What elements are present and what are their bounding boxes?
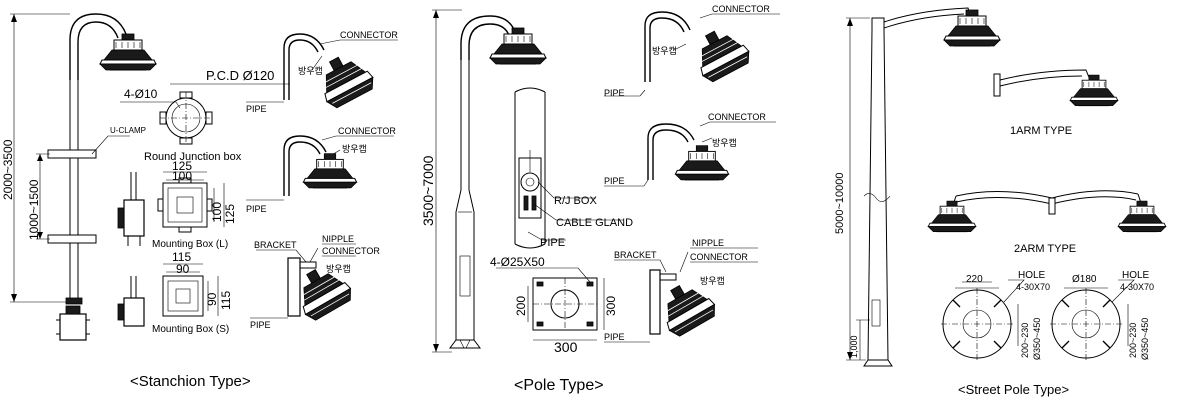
rj-box-detail	[514, 87, 624, 249]
pole-body	[432, 9, 517, 353]
stanchion-bangwoo-1: 방우캡	[298, 65, 323, 76]
box-s-d2: 90	[176, 262, 190, 276]
pole-detail-connector-2	[604, 121, 776, 187]
pole-lamp	[489, 27, 547, 65]
mounting-box-l-side	[117, 172, 145, 246]
pole-pipe-1: PIPE	[604, 88, 625, 98]
arm2-lamp-right	[1117, 200, 1167, 233]
box-s-d1: 115	[172, 250, 191, 264]
base1-d1: 200~230	[1020, 323, 1030, 358]
base2-width: Ø180	[1072, 274, 1097, 285]
arm1-lamp	[1069, 74, 1119, 107]
base1-d2: Ø350~450	[1032, 318, 1042, 360]
box-l-d2: 100	[172, 169, 192, 183]
rj-box-label: R/J BOX	[554, 195, 597, 207]
pcd-label: P.C.D Ø120	[206, 68, 274, 83]
arm2-lamp-left	[927, 200, 977, 233]
stanchion-bangwoo-2: 방우캡	[342, 143, 367, 154]
pole-base-plate	[496, 267, 605, 341]
stanchion-detail-bracket	[250, 243, 356, 319]
pole-holes: 4-Ø25X50	[490, 255, 545, 269]
stanchion-title: <Stanchion Type>	[130, 373, 251, 390]
pole-bangwoo-2: 방우캡	[712, 137, 737, 148]
box-s-d3: 90	[205, 292, 219, 306]
dim-total	[10, 13, 70, 303]
base2-d1: 200~230	[1128, 323, 1138, 358]
arm1-label: 1ARM TYPE	[1010, 125, 1072, 137]
dim-clamp-label: 1000~1500	[27, 179, 41, 240]
mounting-box-s-side	[117, 276, 145, 327]
pole-pipe-mid: PIPE	[540, 237, 565, 249]
base2-hole-dim: 4-30X70	[1120, 282, 1154, 292]
pole-nipple: NIPPLE	[692, 238, 724, 248]
stanchion-detail-connector	[246, 33, 398, 103]
pole-title: <Pole Type>	[514, 377, 604, 394]
street-section: 5000~10000 1,000 1ARM TYPE 2ARM TYPE	[834, 7, 1167, 397]
stanchion-bangwoo-3: 방우캡	[326, 263, 351, 274]
base1-width: 220	[966, 274, 983, 285]
junction-box-label: Round Junction box	[144, 151, 242, 163]
stanchion-pipe-1: PIPE	[246, 104, 267, 114]
pole-detail-bracket	[604, 247, 758, 343]
cable-gland-label: CABLE GLAND	[556, 217, 633, 229]
box-s-d4: 115	[219, 291, 233, 310]
pole-bangwoo-3: 방우캡	[700, 275, 725, 286]
pole-dim-height: 3500~7000	[420, 155, 436, 226]
pole-pipe-2: PIPE	[604, 176, 625, 186]
pole-bracket: BRACKET	[614, 250, 657, 260]
pole-detail-connector-1	[604, 11, 780, 97]
stanchion-bracket: BRACKET	[254, 240, 297, 250]
pole-connector-1: CONNECTOR	[712, 4, 770, 14]
arm2-drawing	[951, 190, 1143, 215]
base2-d2: Ø350~450	[1140, 318, 1150, 360]
holes-label: 4-Ø10	[124, 87, 158, 101]
pole-base-d2: 300	[604, 296, 618, 316]
box-l-d1: 125	[172, 159, 192, 173]
stanchion-pipe	[56, 13, 127, 341]
street-title: <Street Pole Type>	[958, 382, 1069, 397]
dim-clamp	[36, 153, 50, 240]
pole-bangwoo-1: 방우캡	[652, 45, 677, 56]
stanchion-detail-connector-2	[246, 135, 394, 201]
stanchion-section: U-CLAMP 2000~3500 1000~1500 P.C.D Ø120 4…	[1, 13, 398, 390]
round-junction-box	[120, 83, 290, 145]
street-base-2	[1050, 279, 1135, 360]
street-lamp	[943, 9, 1001, 47]
street-pole-body	[846, 7, 973, 367]
dim-total-label: 2000~3500	[1, 139, 15, 200]
stanchion-lamp-2	[302, 153, 358, 189]
pole-lamp-1	[686, 20, 755, 86]
base1-hole-dim: 4-30X70	[1016, 282, 1050, 292]
pole-pipe-3: PIPE	[604, 332, 625, 342]
arm2-label: 2ARM TYPE	[1014, 243, 1076, 255]
base1-hole: HOLE	[1018, 270, 1046, 281]
stanchion-connector-3: CONNECTOR	[322, 246, 380, 256]
stanchion-pipe-3: PIPE	[250, 320, 271, 330]
box-s-label: Mounting Box (S)	[152, 324, 229, 335]
pole-section: 3500~7000 R/J BOX CABLE GLAND PIPE	[420, 4, 780, 394]
box-l-label: Mounting Box (L)	[152, 239, 228, 250]
base2-hole: HOLE	[1122, 270, 1150, 281]
mounting-box-s-top	[162, 263, 219, 317]
pole-connector-3: CONNECTOR	[690, 252, 748, 262]
stanchion-pipe-2: PIPE	[246, 204, 267, 214]
stanchion-connector-2: CONNECTOR	[338, 126, 396, 136]
street-dim-height: 5000~10000	[834, 173, 846, 234]
street-dim-base: 1,000	[849, 335, 859, 358]
stanchion-nipple: NIPPLE	[322, 234, 354, 244]
pole-base-d3: 300	[554, 339, 578, 355]
street-base-1	[941, 279, 1025, 360]
pole-lamp-2	[674, 145, 730, 181]
arm1-drawing	[993, 69, 1091, 97]
pole-connector-2: CONNECTOR	[708, 112, 766, 122]
box-l-d3: 100	[210, 202, 224, 222]
stanchion-lamp-1	[310, 46, 379, 112]
box-l-d4: 125	[223, 204, 237, 224]
pole-base-d1: 200	[514, 296, 528, 316]
stanchion-connector-1: CONNECTOR	[340, 30, 398, 40]
u-clamp-label: U-CLAMP	[110, 126, 146, 135]
mounting-box-l-top	[157, 171, 225, 233]
stanchion-lamp	[99, 33, 157, 71]
